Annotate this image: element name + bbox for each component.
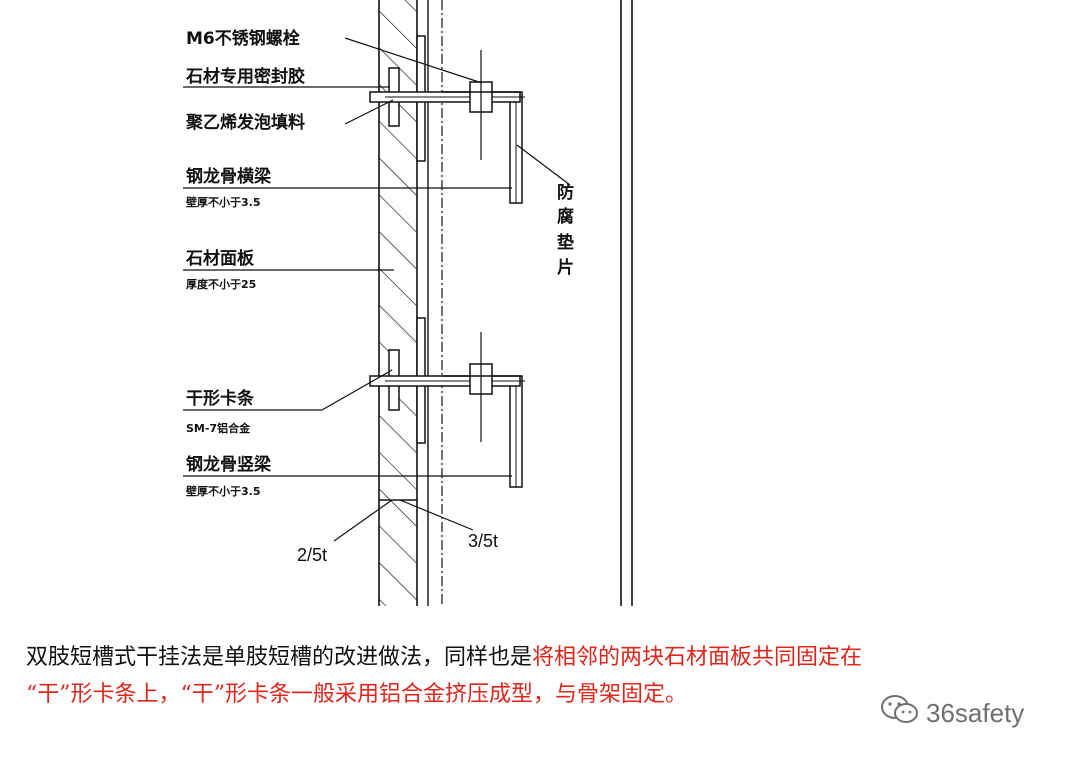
label-crossbeam-spec: 壁厚不小于3.5 [186, 195, 261, 209]
label-sealant: 石材专用密封胶 [185, 66, 305, 87]
dimension-left: 2/5t [297, 545, 327, 565]
label-panel-spec: 厚度不小于25 [186, 277, 256, 291]
watermark: 36safety [880, 693, 1024, 733]
label-crossbeam: 钢龙骨横梁 [186, 166, 272, 187]
label-mullion-spec: 壁厚不小于3.5 [186, 484, 261, 498]
label-gasket-char-3: 垫 [557, 232, 574, 253]
label-gasket-char-4: 片 [557, 257, 574, 278]
caption-red-text-1: 将相邻的两块石材面板共同固定在 [532, 645, 863, 670]
clip-assembly-upper [369, 35, 525, 204]
label-bolt: M6不锈钢螺栓 [186, 28, 300, 49]
label-clip: 干形卡条 [186, 388, 255, 409]
label-panel: 石材面板 [185, 248, 255, 269]
label-gasket-char-1: 防 [557, 182, 574, 203]
watermark-text: 36safety [926, 697, 1025, 728]
label-gasket-char-2: 腐 [557, 206, 574, 227]
label-clip-spec: SM-7铝合金 [186, 421, 251, 435]
caption-black-text: 双肢短槽式干挂法是单肢短槽的改进做法，同样也是 [26, 645, 533, 670]
caption: 双肢短槽式干挂法是单肢短槽的改进做法，同样也是将相邻的两块石材面板共同固定在 “… [26, 639, 1066, 713]
label-filler: 聚乙烯发泡填料 [185, 112, 305, 133]
joint-lines [427, 0, 633, 606]
clip-assembly-lower [369, 317, 525, 488]
label-mullion: 钢龙骨竖梁 [186, 454, 272, 475]
caption-red-text-2: “干”形卡条上，“干”形卡条一般采用铝合金挤压成型，与骨架固定。 [26, 682, 687, 707]
wechat-icon [880, 693, 920, 734]
stone-panel-lower [379, 398, 417, 606]
stone-panel-upper [379, 0, 417, 355]
curtain-wall-section-diagram: M6不锈钢螺栓 石材专用密封胶 聚乙烯发泡填料 钢龙骨横梁 壁厚不小于3.5 石… [183, 0, 633, 606]
dimension-right: 3/5t [468, 531, 498, 551]
leader-lines [183, 37, 571, 542]
